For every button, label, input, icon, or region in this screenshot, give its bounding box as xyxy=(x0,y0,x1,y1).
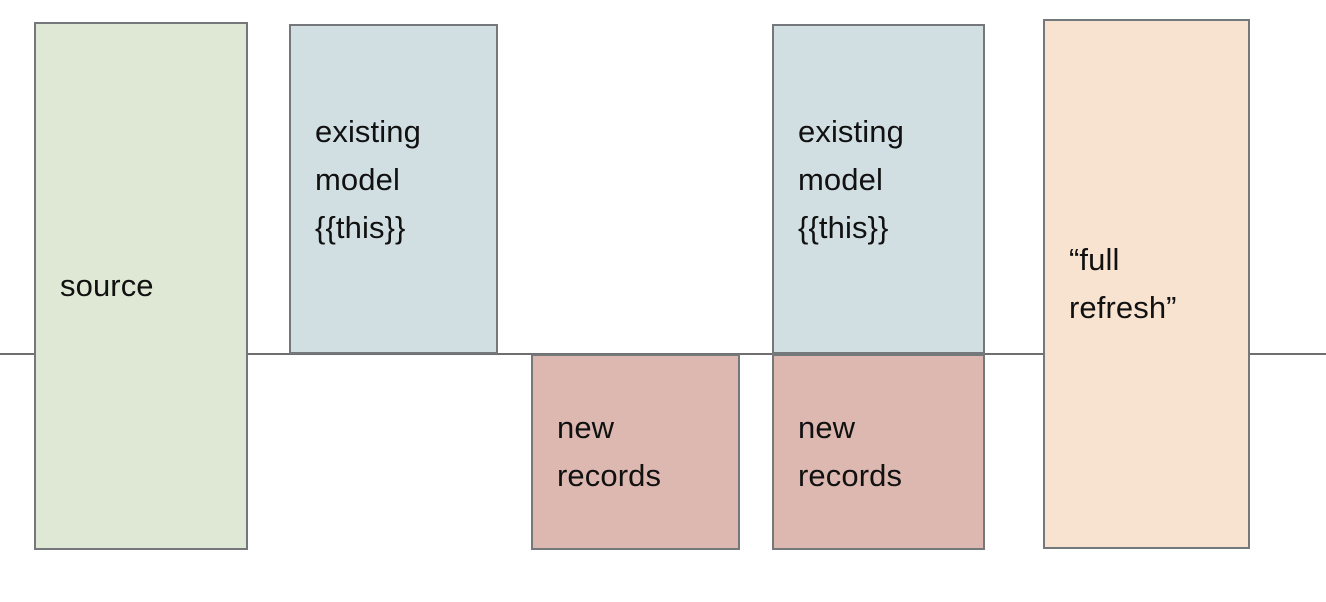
new-records-box-2[interactable]: new records xyxy=(772,354,985,550)
existing-model-box-1[interactable]: existing model {{this}} xyxy=(289,24,498,354)
source-box-label: source xyxy=(60,268,154,303)
source-box[interactable]: source xyxy=(34,22,248,550)
new-records-box-1[interactable]: new records xyxy=(531,354,740,550)
existing-model-box-2[interactable]: existing model {{this}} xyxy=(772,24,985,354)
new-records-box-2-label: new records xyxy=(798,410,903,493)
full-refresh-box[interactable]: “full refresh” xyxy=(1043,19,1250,549)
full-refresh-box-label: “full refresh” xyxy=(1069,242,1177,325)
existing-model-box-1-label: existing model {{this}} xyxy=(315,114,421,245)
new-records-box-1-label: new records xyxy=(557,410,662,493)
existing-model-box-2-label: existing model {{this}} xyxy=(798,114,904,245)
